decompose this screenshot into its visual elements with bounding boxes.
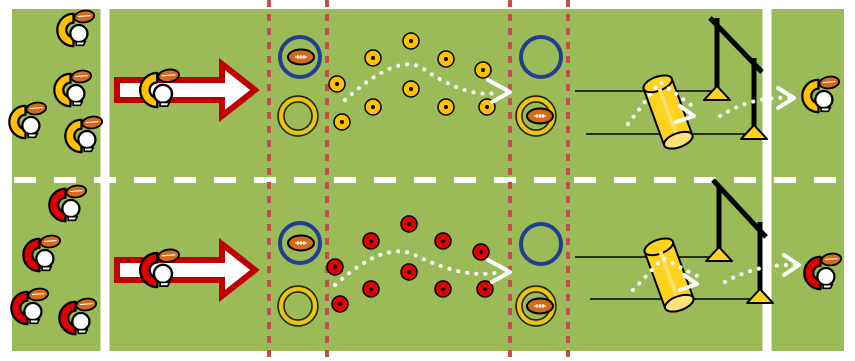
rugby-ball-icon bbox=[527, 299, 553, 314]
rugby-ball-icon bbox=[288, 236, 314, 251]
rugby-ball-icon bbox=[288, 50, 314, 65]
rugby-ball-icon bbox=[527, 109, 553, 124]
